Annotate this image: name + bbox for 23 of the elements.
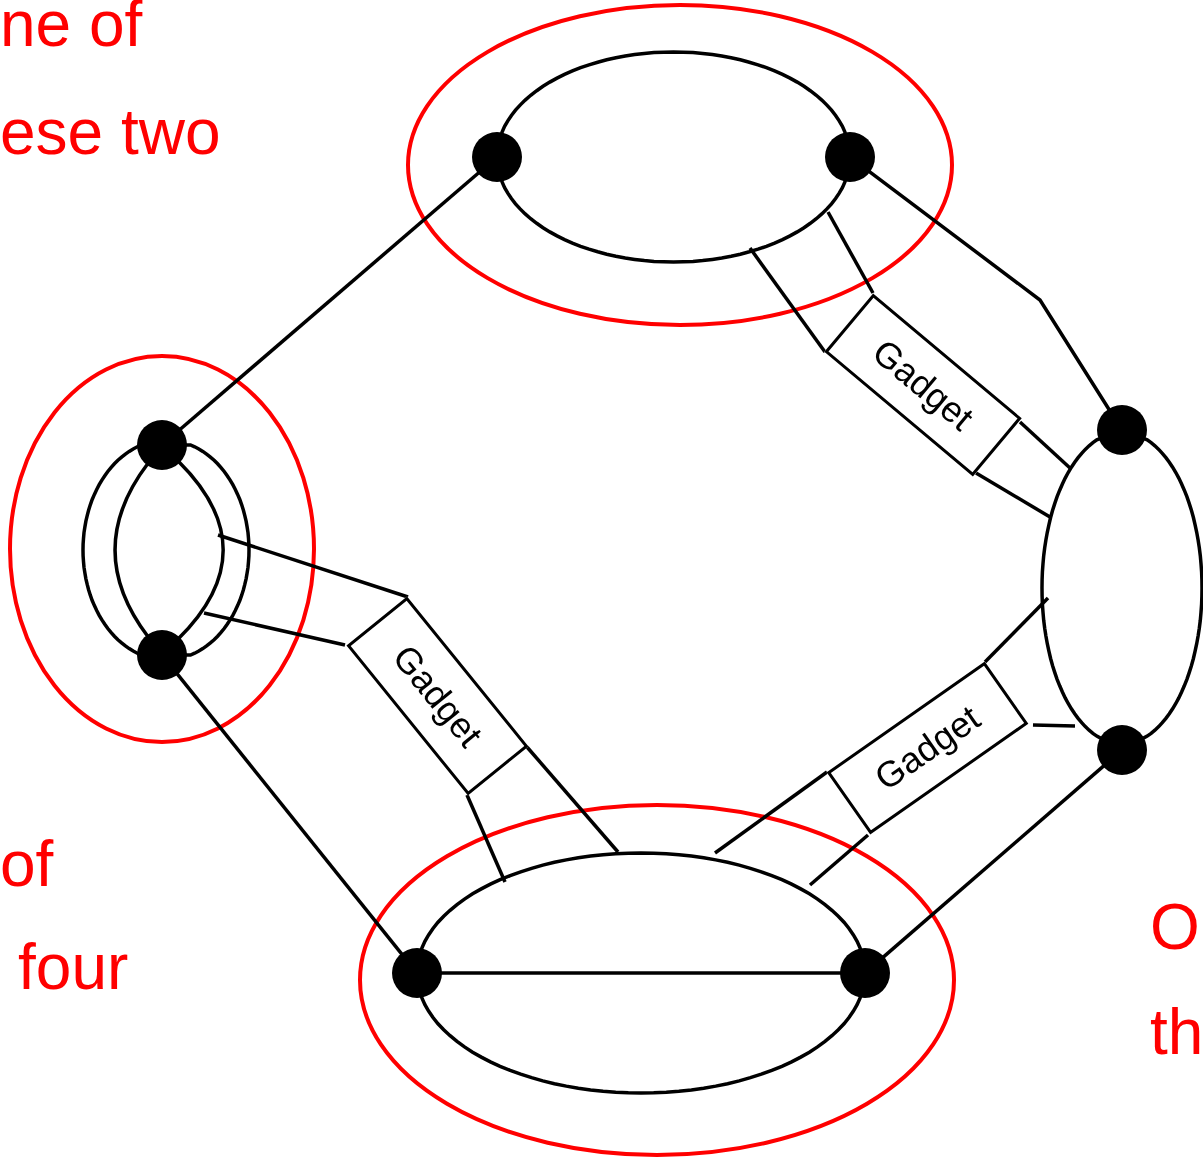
caption-text: th [1150,1000,1203,1064]
caption-text: four [18,935,129,999]
connector-line [175,671,404,957]
connector-line [185,443,251,657]
connector-line [440,971,842,975]
connector-line [178,170,481,432]
connector-line [499,50,848,135]
caption-text: ese two [0,100,221,164]
caption-text: O [1150,895,1200,959]
connector-line [203,611,346,647]
connector-line [113,462,150,638]
connector-line [826,211,875,294]
connector-line [1032,723,1076,728]
connector-line [1141,436,1203,741]
caption-text: of [0,832,54,896]
connector-line [419,851,863,951]
connector-line [975,471,1051,519]
connector-line [499,179,848,264]
connector-line [867,169,1112,412]
connector-line [881,763,1106,960]
connector-line [1040,436,1103,741]
connector-line [1018,420,1072,470]
connector-line [177,460,225,640]
